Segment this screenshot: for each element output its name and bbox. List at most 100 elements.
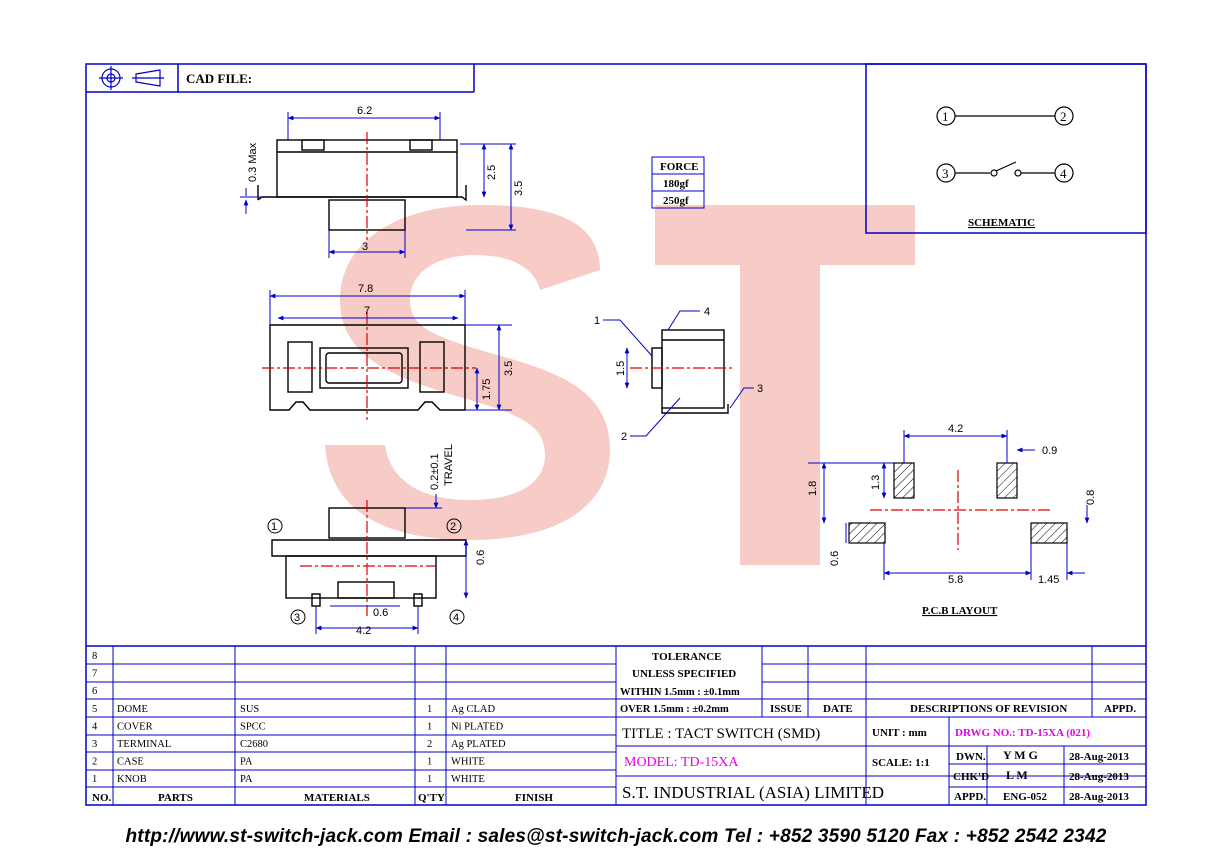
bom-cell-part: KNOB [117,774,147,785]
bottom-view-dims [315,494,469,634]
bom-cell-part: DOME [117,704,148,715]
st-watermark-logo [325,205,915,565]
dwn-date: 28-Aug-2013 [1069,751,1129,763]
bottom-label-1: 1 [271,521,277,533]
bom-cell-finish: Ni PLATED [451,721,504,732]
dwn-value: Y M G [1003,748,1038,762]
dim-side-knob: 1.5 [615,361,627,376]
bom-cell-qty: 1 [427,757,432,768]
dim-front-outer: 7.8 [358,283,373,295]
bom-cell-part: CASE [117,757,144,768]
schematic-pin-3: 3 [942,166,949,181]
bom-header-qty: Q'TY [418,792,445,804]
bom-cell-finish: WHITE [451,757,485,768]
appd-value: ENG-052 [1003,791,1048,803]
schematic-pin-2: 2 [1060,109,1067,124]
appd-label: APPD. [954,791,986,803]
bom-cell-no: 3 [92,739,97,750]
bom-cell-material: PA [240,757,253,768]
title-block-grid [616,646,1146,805]
company-name: S.T. INDUSTRIAL (ASIA) LIMITED [622,783,884,802]
dim-bottom-span: 4.2 [356,625,371,637]
revision-date: DATE [823,703,853,715]
pcb-title: P.C.B LAYOUT [922,605,998,617]
bom-cell-qty: 1 [427,704,432,715]
dim-top-h2: 3.5 [513,181,525,196]
bom-header-no: NO. [92,792,112,804]
bom-cell-qty: 2 [427,739,432,750]
appd-date: 28-Aug-2013 [1069,791,1129,803]
title-text: TITLE : TACT SWITCH (SMD) [622,726,820,742]
dim-front-inner: 7 [364,305,370,317]
force-value-2: 250gf [663,195,689,207]
bom-cell-finish: Ag CLAD [451,704,495,715]
tolerance-subtitle: UNLESS SPECIFIED [632,668,736,680]
bom-cell-no: 4 [92,721,98,732]
tolerance-over: OVER 1.5mm : ±0.2mm [620,704,729,715]
chk-date: 28-Aug-2013 [1069,771,1129,783]
schematic-pin-4: 4 [1060,166,1067,181]
dim-bottom-pin: 0.6 [373,607,388,619]
pcb-dims [808,430,1090,580]
side-view-leaders [603,310,754,437]
revision-desc: DESCRIPTIONS OF REVISION [910,703,1067,715]
side-label-3: 3 [757,383,763,395]
bom-cell-material: PA [240,774,253,785]
tolerance-within: WITHIN 1.5mm : ±0.1mm [620,687,740,698]
schematic-title: SCHEMATIC [968,217,1035,229]
bom-cell-no: 7 [92,669,97,680]
bom-cell-material: C2680 [240,739,268,750]
top-view-dims [240,112,516,258]
dim-pcb-h-low2: 0.6 [829,551,841,566]
bom-header-materials: MATERIALS [304,792,370,804]
bom-cell-part: COVER [117,721,153,732]
dim-bottom-h: 0.6 [475,550,487,565]
projection-symbol-icon [99,66,164,90]
bom-cell-qty: 1 [427,721,432,732]
contact-footer: http://www.st-switch-jack.com Email : sa… [125,826,1107,847]
side-label-4: 4 [704,306,710,318]
dim-top-knob: 3 [362,241,368,253]
dim-bottom-travel-label: TRAVEL [443,444,455,486]
scale-text: SCALE: 1:1 [872,757,930,769]
dim-pcb-pad2: 1.45 [1038,574,1059,586]
bom-cell-no: 2 [92,757,97,768]
drawing-number: DRWG NO.: TD-15XA (021) [955,727,1090,739]
dim-top-width: 6.2 [357,105,372,117]
bottom-label-4: 4 [453,612,459,624]
dim-pcb-h-low: 0.8 [1085,490,1097,505]
bom-cell-finish: Ag PLATED [451,739,506,750]
dwn-label: DWN. [956,751,986,763]
dim-bottom-travel: 0.2±0.1 [429,453,441,490]
bom-table-grid [86,646,617,805]
dim-pcb-h-outer: 1.8 [807,481,819,496]
dim-pcb-h-pad: 1.3 [870,475,882,490]
revision-issue: ISSUE [770,703,802,715]
bom-header-parts: PARTS [158,792,193,804]
model-text: MODEL: TD-15XA [624,755,739,770]
dim-front-h2: 1.75 [481,379,493,400]
unit-text: UNIT : mm [872,727,927,739]
tolerance-title: TOLERANCE [652,651,721,663]
cad-file-label: CAD FILE: [186,71,252,86]
bottom-label-3: 3 [294,612,300,624]
side-view [651,329,729,414]
chk-label: CHK'D [953,771,989,783]
revision-appd: APPD. [1104,703,1136,715]
force-value-1: 180gf [663,178,689,190]
side-label-2: 2 [621,431,627,443]
schematic-pin-1: 1 [942,109,949,124]
schematic-diagram [936,106,1074,183]
bom-header-finish: FINISH [515,792,553,804]
dim-front-h: 3.5 [503,361,515,376]
chk-value: L M [1006,768,1028,782]
side-label-1: 1 [594,315,600,327]
dim-pcb-w-top: 4.2 [948,423,963,435]
front-view-dims [269,290,512,411]
bom-cell-no: 5 [92,704,97,715]
bom-cell-no: 8 [92,651,97,662]
bom-cell-material: SUS [240,704,259,715]
bom-cell-no: 1 [92,774,97,785]
